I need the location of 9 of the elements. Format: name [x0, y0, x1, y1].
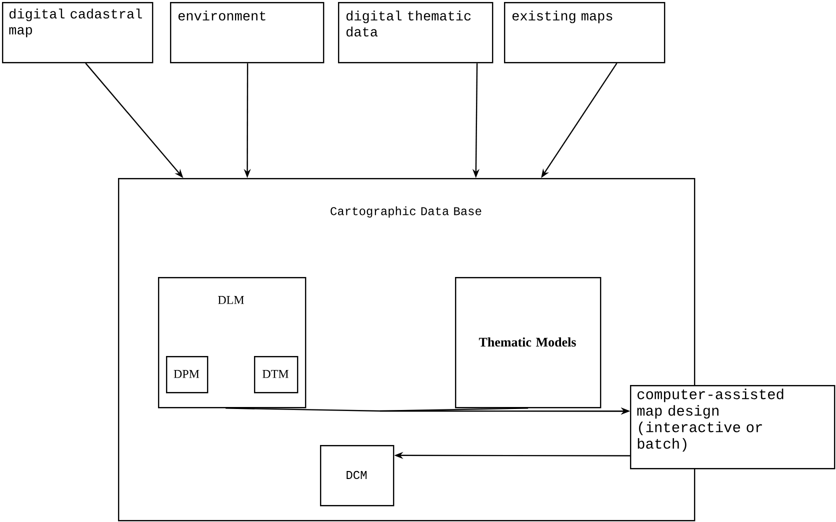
source-box: environment — [170, 2, 324, 64]
model-box: Thematic Models — [455, 277, 602, 408]
source-box: digital cadastral map — [2, 2, 154, 64]
process-box: computer-assisted map design (interactive or batch) — [630, 385, 836, 470]
model-box: DTM — [254, 356, 298, 394]
source-box: digital thematic data — [338, 2, 494, 64]
source-box: existing maps — [504, 2, 666, 64]
model-box: DCM — [320, 445, 394, 506]
model-box: DPM — [166, 356, 208, 394]
